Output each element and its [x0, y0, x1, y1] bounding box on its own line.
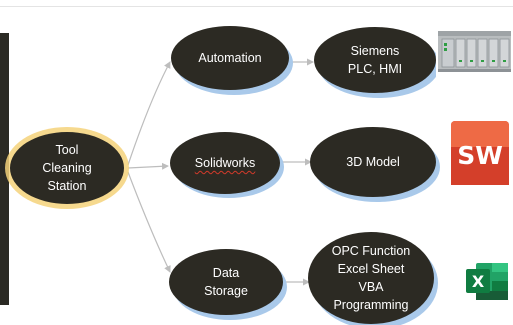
3d-model-node: [310, 127, 436, 197]
siemens-node: [314, 27, 436, 93]
solidworks-logo-icon: SW: [451, 121, 509, 185]
top-divider: [0, 6, 513, 7]
excel-logo-icon: X: [466, 263, 508, 300]
solidworks-node: [170, 132, 280, 194]
opc-node: [308, 232, 434, 324]
connector-root-solidworks: [127, 162, 169, 170]
solidworks-logo-text: SW: [457, 141, 503, 170]
siemens-plc-icon: [436, 25, 513, 77]
excel-logo-text: X: [472, 272, 485, 291]
connector-root-datastorage: [127, 171, 171, 273]
left-side-panel: [0, 33, 9, 305]
data-storage-node: [169, 249, 283, 315]
automation-node: [171, 26, 289, 90]
connector-root-automation: [127, 61, 171, 166]
root-node: [10, 132, 124, 204]
